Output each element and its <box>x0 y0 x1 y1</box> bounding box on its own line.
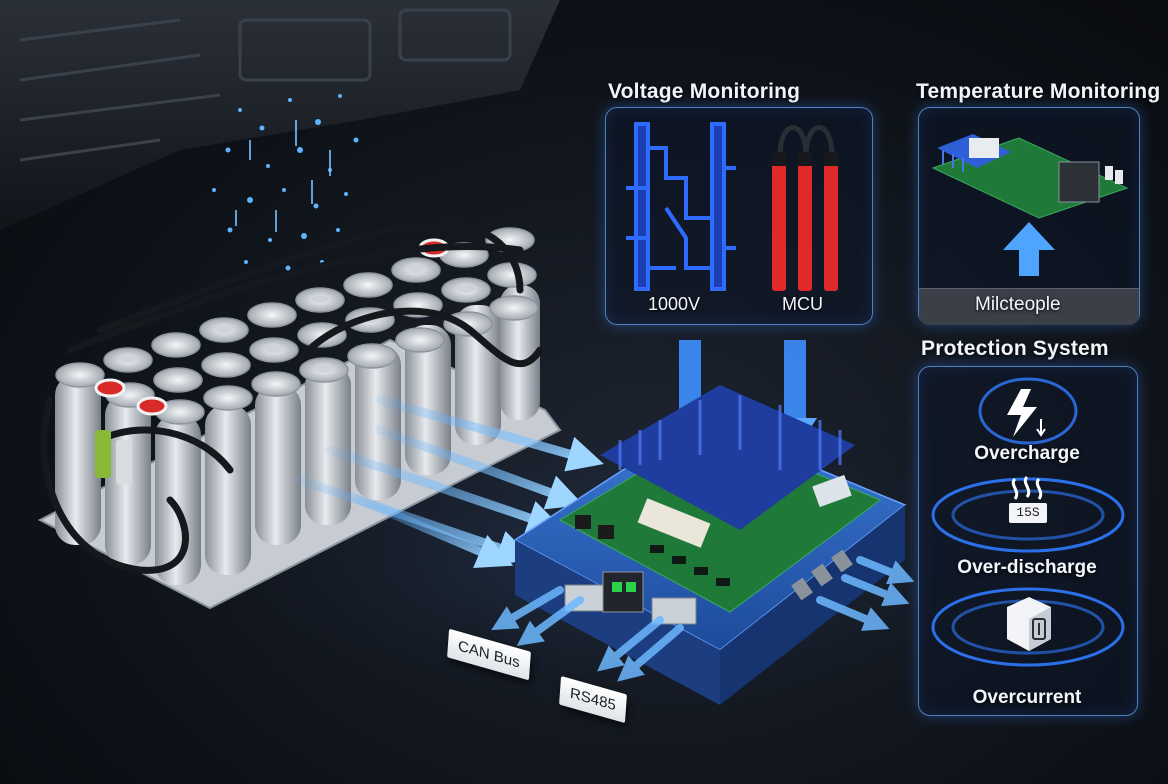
voltage-rating-label: 1000V <box>648 294 701 314</box>
overcurrent-label: Overcurrent <box>972 687 1082 708</box>
mcu-label: MCU <box>782 294 823 314</box>
temperature-monitoring-panel: Milcteople <box>918 107 1140 325</box>
lightning-bolt-icon <box>1007 389 1046 437</box>
temperature-monitoring-title: Temperature Monitoring <box>916 80 1161 103</box>
overcharge-label: Overcharge <box>974 443 1080 464</box>
protection-system-title: Protection System <box>921 337 1109 360</box>
heat-waves-icon <box>1009 475 1047 523</box>
battery-cells-front <box>55 285 540 585</box>
voltage-monitoring-title: Voltage Monitoring <box>608 80 801 103</box>
temperature-caption: Milcteople <box>975 294 1061 315</box>
cell-count-badge: 15S <box>1016 505 1040 520</box>
battery-cell-tops <box>55 227 539 425</box>
voltage-monitoring-panel: 1000V MCU <box>605 107 873 325</box>
fuse-box-icon <box>1007 597 1051 651</box>
up-arrow-icon <box>1003 222 1055 276</box>
wiring-harness <box>40 221 544 574</box>
ethernet-port <box>602 571 644 613</box>
mcu-cables-icon <box>772 125 838 291</box>
battery-enclosure-frame <box>0 0 560 230</box>
over-discharge-label: Over-discharge <box>957 557 1097 578</box>
protection-system-panel: Overcharge 15S Over-discharge Overcurren… <box>918 366 1138 716</box>
heatsink <box>600 385 855 565</box>
temperature-caption-bar <box>919 288 1139 325</box>
sensor-board-icon <box>931 134 1129 219</box>
voltage-circuit-icon <box>626 122 736 291</box>
